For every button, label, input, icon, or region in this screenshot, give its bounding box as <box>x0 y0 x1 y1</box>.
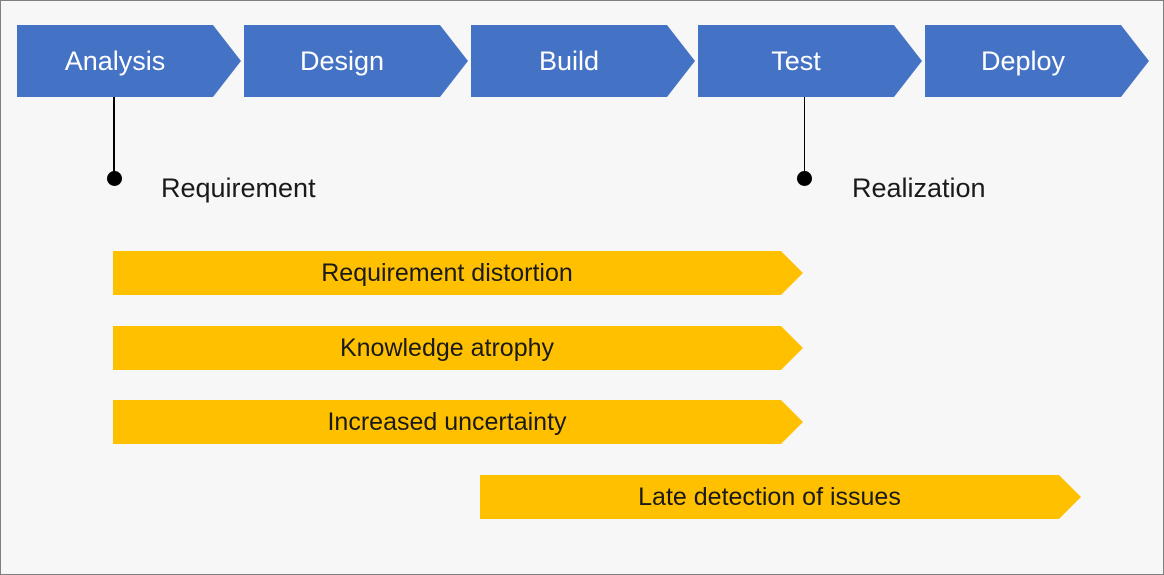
issue-bar-late-detection-of-issues: Late detection of issues <box>480 475 1081 519</box>
process-step-label: Build <box>538 45 600 76</box>
process-step-label: Design <box>299 45 385 76</box>
process-step-label: Deploy <box>980 45 1066 76</box>
annotation-realization: Realization <box>852 172 986 203</box>
annotation-requirement: Requirement <box>161 172 316 203</box>
issue-bar-label: Increased uncertainty <box>327 407 567 436</box>
connector-line-realization <box>803 97 805 172</box>
connector-line-requirement <box>113 97 115 172</box>
process-step-label: Analysis <box>64 45 166 76</box>
connector-dot-realization <box>797 170 812 186</box>
connector-dot-requirement <box>106 170 122 186</box>
process-step-test: Test <box>698 25 922 97</box>
issue-bar-label: Late detection of issues <box>638 482 901 511</box>
issue-bar-label: Requirement distortion <box>321 258 573 287</box>
process-step-label: Test <box>771 45 821 76</box>
process-step-build: Build <box>471 25 695 97</box>
process-step-deploy: Deploy <box>925 25 1149 97</box>
process-step-design: Design <box>244 25 468 97</box>
issue-bar-increased-uncertainty: Increased uncertainty <box>113 400 803 444</box>
issue-bar-knowledge-atrophy: Knowledge atrophy <box>113 326 803 370</box>
issue-bar-requirement-distortion: Requirement distortion <box>113 251 803 295</box>
process-step-analysis: Analysis <box>17 25 241 97</box>
issue-bar-label: Knowledge atrophy <box>339 333 555 362</box>
